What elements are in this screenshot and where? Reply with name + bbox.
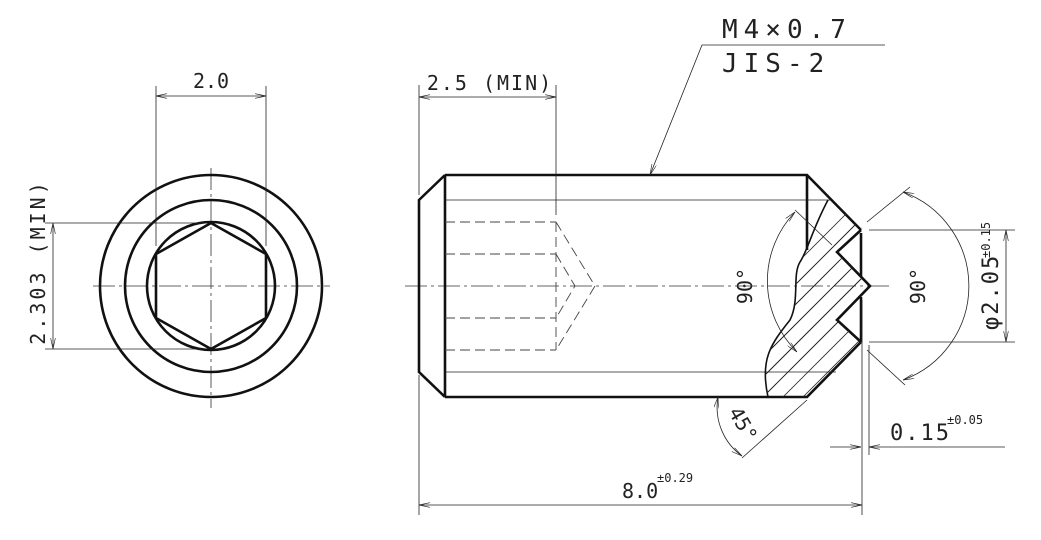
side-view: 2.5 (MIN) M4×0.7 JIS-2 8.0 ±0.29 90° 90°…: [405, 15, 1015, 515]
extension-line: [741, 399, 808, 459]
body-outline: [417, 173, 862, 399]
tip-diameter-tolerance: ±0.15: [979, 222, 993, 258]
chamfer-angle-arc: [717, 397, 742, 457]
extension-line: [794, 209, 833, 246]
chamfer-circle: [123, 198, 299, 374]
tip-diameter-label: φ2.05: [979, 254, 1004, 330]
hex-corner-label: 2.303 (MIN): [26, 179, 50, 344]
hex-socket: [154, 221, 268, 351]
outer-angle-label: 90°: [906, 268, 930, 304]
end-view: 2.0 2.303 (MIN): [26, 69, 330, 408]
inner-angle-arc: [767, 211, 798, 353]
length-label: 8.0: [622, 479, 658, 503]
thread-class-label: JIS-2: [722, 49, 830, 79]
outer-diameter-circle: [98, 173, 324, 399]
thread-leader: [649, 44, 885, 175]
socket-depth-label: 2.5 (MIN): [427, 71, 553, 95]
inner-angle-label: 90°: [733, 268, 757, 304]
hidden-hex-socket: [445, 221, 596, 351]
cup-point-outline: [835, 229, 872, 343]
outer-angle-arc: [903, 191, 970, 381]
chamfer-angle-label: 45°: [724, 403, 763, 446]
tip-offset-tolerance: ±0.05: [947, 413, 983, 427]
break-line: [764, 199, 829, 398]
hex-width-label: 2.0: [193, 69, 229, 93]
tip-offset-label: 0.15: [890, 421, 951, 446]
thread-label: M4×0.7: [722, 15, 852, 45]
extension-line: [866, 349, 906, 386]
length-tolerance: ±0.29: [657, 471, 693, 485]
